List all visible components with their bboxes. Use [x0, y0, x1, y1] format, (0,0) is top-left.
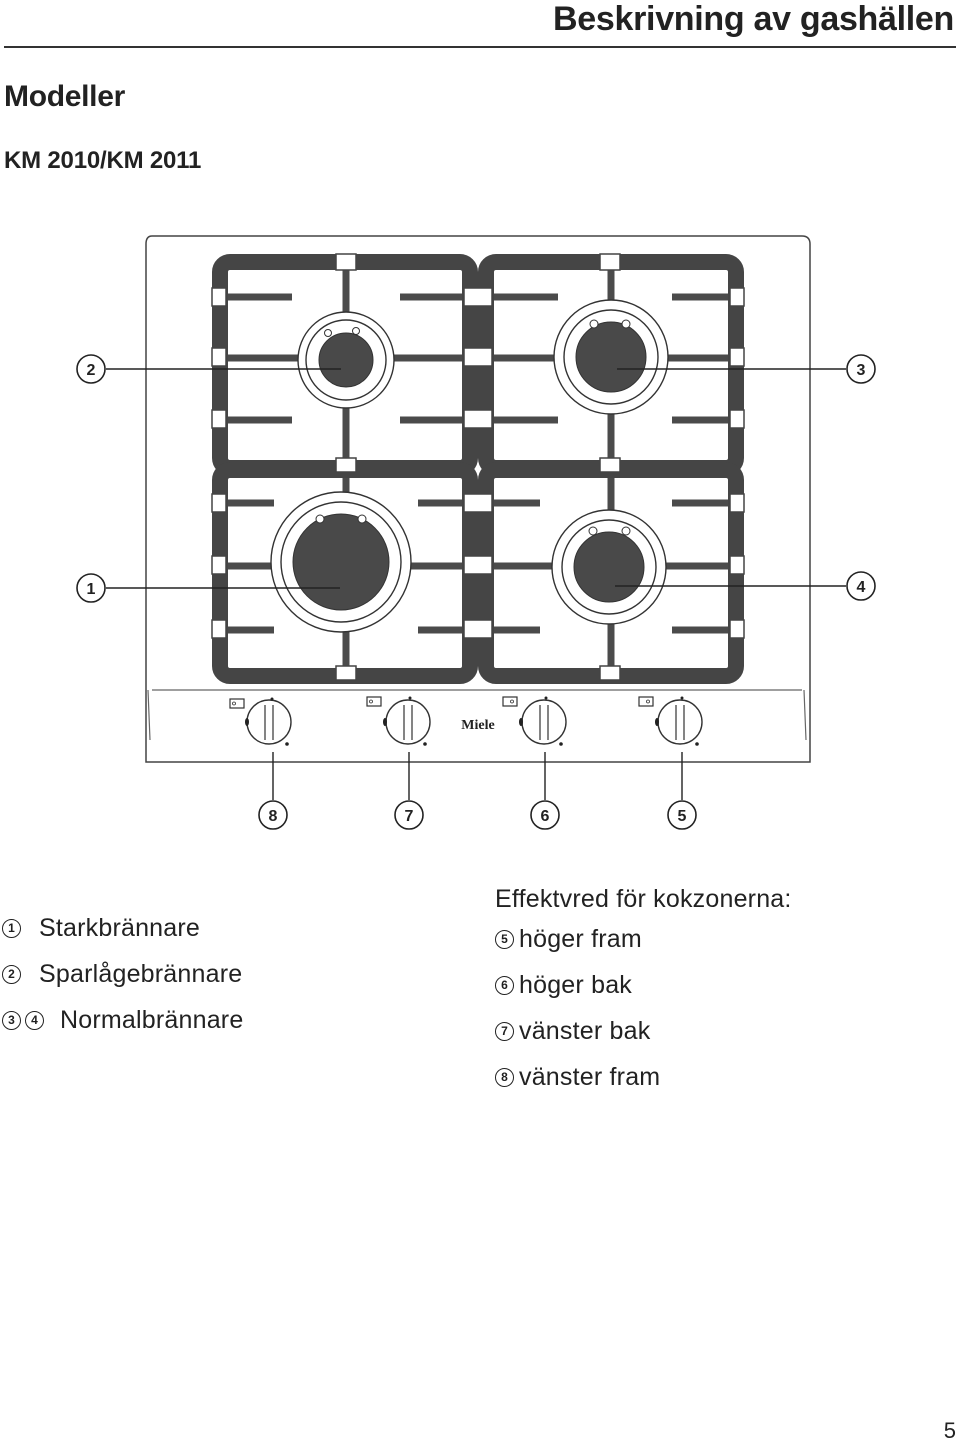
- knob-5: [638, 696, 703, 746]
- burner-2: [297, 311, 395, 409]
- legend-text: Starkbrännare: [39, 913, 201, 942]
- callout-1: 1: [76, 573, 106, 603]
- cooktop-diagram: Miele 2 3 1 4 8 7 6 5: [76, 235, 876, 830]
- callout-2: 2: [76, 354, 106, 384]
- burner-4: [551, 509, 667, 625]
- burner-1: [270, 491, 412, 633]
- legend-text: Sparlågebrännare: [39, 959, 243, 988]
- page-header-title: Beskrivning av gashällen: [553, 0, 954, 38]
- legend-text: vänster fram: [519, 1062, 661, 1091]
- legend-number: 7: [495, 1021, 514, 1041]
- legend-text: Normalbrännare: [60, 1005, 244, 1034]
- svg-text:2: 2: [87, 362, 96, 379]
- legend-number: 2: [2, 964, 21, 984]
- model-title: KM 2010/KM 2011: [4, 147, 202, 174]
- svg-text:5: 5: [678, 808, 687, 825]
- control-strip: [147, 689, 807, 741]
- callout-4: 4: [846, 571, 876, 601]
- page-number: 5: [943, 1418, 956, 1443]
- burner-3: [553, 299, 669, 415]
- callout-6: 6: [530, 800, 560, 830]
- brand-logo: Miele: [461, 718, 494, 733]
- callout-8: 8: [258, 800, 288, 830]
- legend-number: 5: [495, 929, 514, 949]
- grate-feet: [211, 253, 745, 681]
- callout-5: 5: [667, 800, 697, 830]
- callout-3: 3: [846, 354, 876, 384]
- section-title: Modeller: [4, 80, 125, 113]
- svg-text:4: 4: [857, 579, 866, 596]
- legend-item: 2 Sparlågebrännare: [2, 951, 243, 997]
- svg-text:8: 8: [269, 808, 278, 825]
- grate-prongs: [228, 270, 728, 668]
- legend-item: 3 4 Normalbrännare: [2, 997, 243, 1043]
- legend-number: 4: [25, 1010, 44, 1030]
- legend-number: 3: [2, 1010, 21, 1030]
- svg-text:7: 7: [405, 808, 414, 825]
- legend-item: 8 vänster fram: [495, 1054, 792, 1100]
- legend-number: 6: [495, 975, 514, 995]
- legend-text: höger bak: [519, 970, 632, 999]
- knob-7: [366, 696, 431, 746]
- legend-number: 8: [495, 1067, 514, 1087]
- legend-number: 1: [2, 918, 21, 938]
- legend-item: 1 Starkbrännare: [2, 905, 243, 951]
- legend-item: 5 höger fram: [495, 916, 792, 962]
- legend-item: 7 vänster bak: [495, 1008, 792, 1054]
- legend-text: vänster bak: [519, 1016, 651, 1045]
- legend-text: höger fram: [519, 924, 642, 953]
- burner-legend: 1 Starkbrännare 2 Sparlågebrännare 3 4 N…: [2, 905, 243, 1043]
- svg-text:1: 1: [87, 581, 96, 598]
- legend-item: 6 höger bak: [495, 962, 792, 1008]
- knob-6: [502, 696, 567, 746]
- legend-heading: Effektvred för kokzonerna:: [495, 885, 792, 913]
- callout-leaders: [106, 368, 846, 800]
- header-rule: [4, 46, 956, 48]
- knob-8: [229, 697, 292, 746]
- callout-7: 7: [394, 800, 424, 830]
- svg-text:6: 6: [541, 808, 550, 825]
- control-legend: Effektvred för kokzonerna: 5 höger fram …: [495, 882, 792, 1100]
- svg-text:3: 3: [857, 362, 866, 379]
